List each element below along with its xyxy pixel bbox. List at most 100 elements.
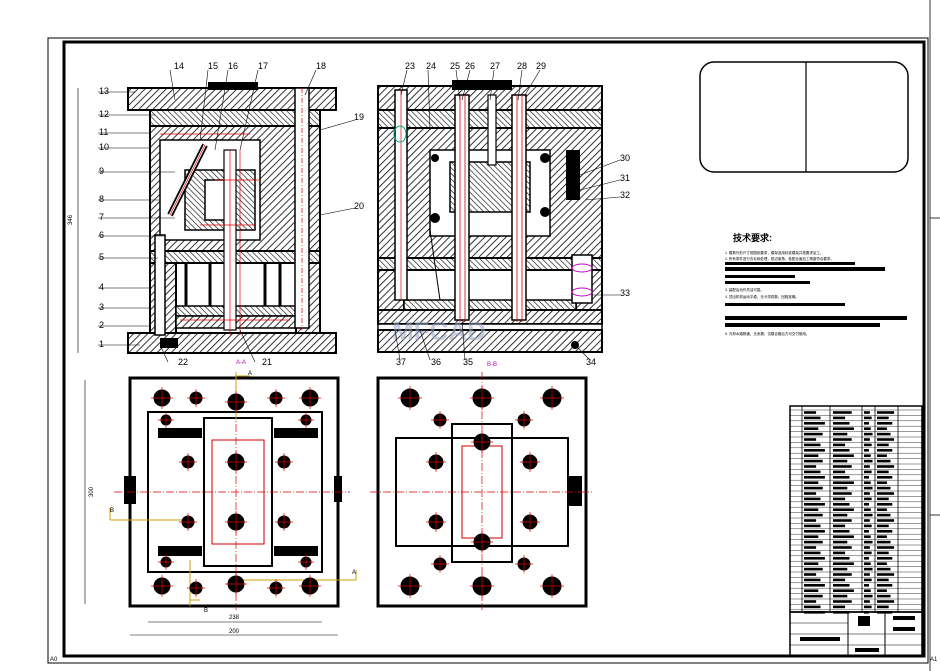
plan-left-hole-17-centerline bbox=[187, 579, 205, 597]
bom-cell-text bbox=[833, 594, 848, 598]
bom-cell-text bbox=[877, 503, 893, 506]
bom-cell-text bbox=[804, 438, 817, 441]
bom-cell-text bbox=[864, 459, 873, 463]
plan-right-hole-16-centerline bbox=[540, 574, 564, 598]
bom-cell-text bbox=[804, 557, 825, 560]
part-label-2: 2 bbox=[99, 320, 104, 330]
bom-cell-text bbox=[833, 584, 850, 587]
bom-cell-text bbox=[877, 432, 891, 436]
bom-cell-text bbox=[833, 557, 850, 560]
bom-cell-text bbox=[833, 422, 850, 425]
bom-cell-text bbox=[833, 411, 852, 414]
bom-cell-text bbox=[864, 476, 869, 479]
plan-left-hole-9-centerline bbox=[225, 451, 247, 473]
plan-left-hole-8-centerline bbox=[179, 453, 197, 471]
bom-cell-text bbox=[804, 476, 825, 479]
bom-cell-text bbox=[804, 605, 821, 609]
bom-cell-text bbox=[864, 508, 871, 511]
bom-cell-text bbox=[877, 605, 889, 609]
bom-cell-text bbox=[804, 411, 817, 414]
plan-right-hole-4-centerline bbox=[431, 411, 449, 429]
part-label-37: 37 bbox=[396, 357, 406, 367]
bom-cell-text bbox=[833, 600, 852, 603]
bom-cell-text bbox=[804, 416, 821, 420]
bom-cell-text bbox=[804, 578, 821, 582]
bom-cell-text bbox=[804, 454, 819, 457]
bom-cell-text bbox=[833, 567, 848, 571]
bom-cell-text bbox=[877, 411, 895, 414]
dimension-plan-width: 200 bbox=[229, 629, 240, 635]
sheet-number-left: A0 bbox=[50, 657, 58, 663]
bom-cell-text bbox=[877, 422, 893, 425]
section-mark-b: B-B bbox=[487, 362, 497, 368]
bom-cell-text bbox=[833, 540, 848, 544]
bom-cell-text bbox=[833, 492, 852, 495]
bom-cell-text bbox=[833, 605, 846, 609]
bom-cell-text bbox=[877, 546, 895, 549]
bom-cell-text bbox=[877, 508, 887, 511]
bom-cell-text bbox=[864, 524, 872, 528]
bom-cell-text bbox=[864, 443, 872, 447]
part-label-23: 23 bbox=[405, 61, 415, 71]
note-line-10: 5. 冷却水路畅通，无渗漏，试模合格后方可交付使用。 bbox=[725, 331, 809, 336]
bom-cell-text bbox=[833, 508, 854, 511]
bom-cell-text bbox=[877, 589, 887, 592]
section-tag-b-bottom: B bbox=[204, 608, 208, 614]
bom-cell-text bbox=[833, 459, 848, 463]
bom-cell-text bbox=[804, 589, 819, 592]
bom-cell-text bbox=[804, 530, 825, 533]
bom-cell-text bbox=[864, 578, 872, 582]
plan-left-hole-7-centerline bbox=[298, 412, 314, 428]
bom-cell-text bbox=[864, 416, 872, 420]
bom-cell-text bbox=[864, 605, 872, 609]
bom-cell-text bbox=[833, 535, 854, 538]
bom-cell-text bbox=[864, 492, 870, 495]
plan-left-hole-11-centerline bbox=[179, 513, 197, 531]
part-label-13: 13 bbox=[99, 86, 109, 96]
bom-cell-text bbox=[833, 438, 852, 441]
part-label-29: 29 bbox=[536, 61, 546, 71]
plan-right-holes bbox=[398, 386, 564, 598]
bom-cell-text bbox=[864, 594, 873, 598]
bom-cell-text bbox=[833, 562, 854, 565]
bom-cell-text bbox=[833, 551, 846, 555]
plan-view-moving-half bbox=[84, 372, 357, 636]
bom-cell-text bbox=[877, 454, 887, 457]
bom-cell-text bbox=[804, 449, 825, 452]
bom-cell-text bbox=[804, 492, 817, 495]
plan-right-hole-12-centerline bbox=[431, 555, 449, 573]
bom-cell-text bbox=[864, 432, 873, 436]
part-label-4: 4 bbox=[99, 282, 104, 292]
leaders-right bbox=[394, 69, 621, 361]
part-label-8: 8 bbox=[99, 194, 104, 204]
bom-cell-text bbox=[804, 600, 817, 603]
sheet-number-right: A1 bbox=[930, 657, 938, 663]
dimension-plan-height: 300 bbox=[89, 486, 95, 497]
plan-right-hole-5-centerline bbox=[515, 411, 533, 429]
bom-cell-text bbox=[833, 524, 846, 528]
bom-cell-text bbox=[833, 454, 854, 457]
bom-cell-text bbox=[864, 535, 871, 538]
plan-left-hole-6-centerline bbox=[158, 412, 174, 428]
bom-cell-text bbox=[804, 432, 823, 436]
part-label-15: 15 bbox=[208, 61, 218, 71]
bom-cell-text bbox=[877, 449, 893, 452]
bom-cell-text bbox=[833, 530, 850, 533]
part-label-5: 5 bbox=[99, 252, 104, 262]
section-mark-a: A-A bbox=[236, 360, 246, 366]
bom-cell-text bbox=[877, 530, 893, 533]
plan-right-hole-3-centerline bbox=[540, 386, 564, 410]
bom-cell-text bbox=[864, 600, 870, 603]
note-line-2: 2. 所有零件进行去毛刺处理，锐边倒角，各配合面加工精度符合要求。 bbox=[725, 256, 834, 261]
bom-cell-text bbox=[864, 497, 872, 501]
plan-left-hole-12-centerline bbox=[225, 511, 247, 533]
bom-cell-text bbox=[864, 411, 870, 414]
bom-cell-text bbox=[804, 443, 821, 447]
bom-cell-text bbox=[864, 513, 873, 517]
plan-left-hole-15-centerline bbox=[298, 554, 314, 570]
part-label-28: 28 bbox=[517, 61, 527, 71]
part-label-32: 32 bbox=[620, 190, 630, 200]
part-label-36: 36 bbox=[431, 357, 441, 367]
bom-cell-text bbox=[877, 465, 895, 468]
bom-cell-text bbox=[877, 562, 887, 565]
